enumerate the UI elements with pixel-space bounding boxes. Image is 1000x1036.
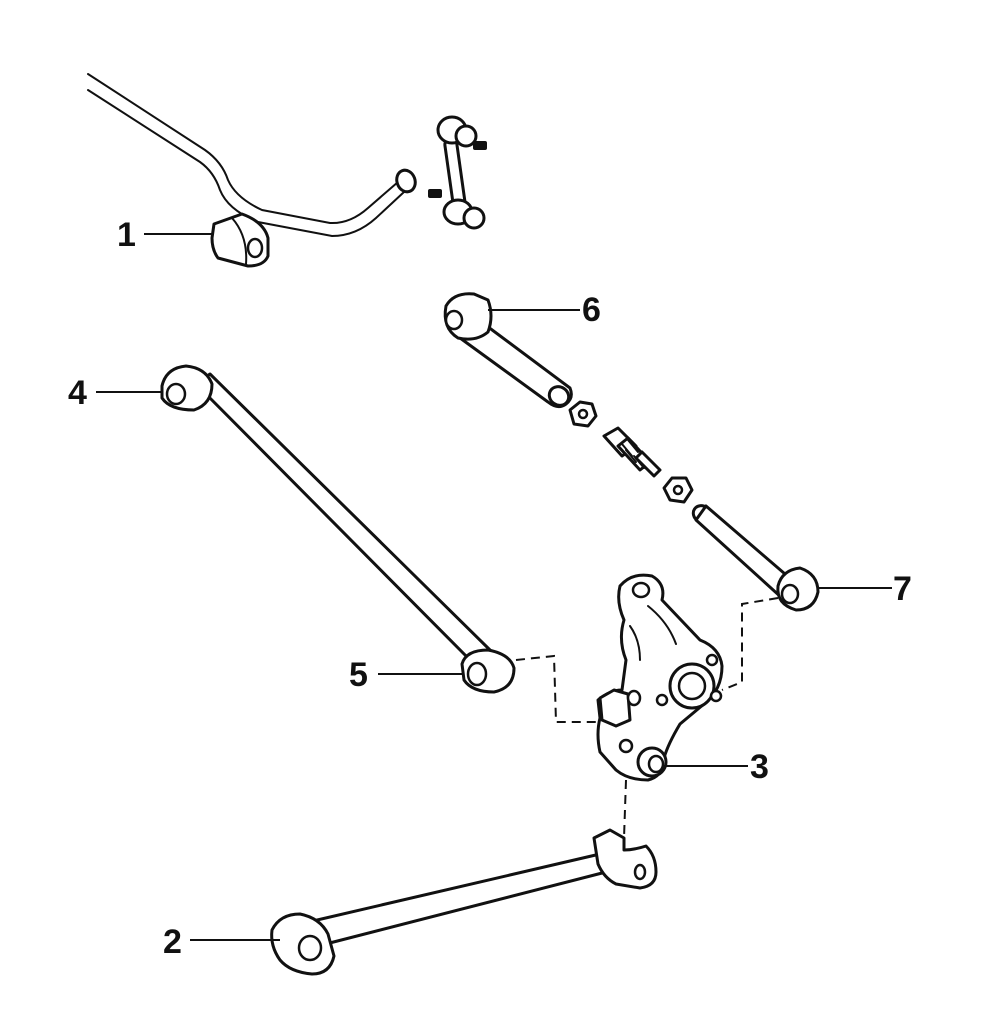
stabilizer-link xyxy=(428,115,487,230)
leader-lines xyxy=(96,233,892,941)
adjustable-arm-right-half xyxy=(691,504,820,612)
lateral-link-long xyxy=(160,364,516,694)
callout-5: 5 xyxy=(349,656,368,694)
lower-link xyxy=(270,828,658,976)
callout-4: 4 xyxy=(68,374,87,412)
stabilizer-bar xyxy=(87,73,417,238)
callout-2: 2 xyxy=(163,923,182,961)
callout-7: 7 xyxy=(893,570,912,608)
callout-3: 3 xyxy=(750,748,769,786)
rear-axle-carrier xyxy=(596,573,724,782)
assembly-lines xyxy=(515,597,779,839)
callout-1: 1 xyxy=(117,216,136,254)
stabilizer-bushing xyxy=(210,212,270,268)
adjuster-hardware xyxy=(568,400,694,504)
adjustable-arm-left-half xyxy=(443,292,573,409)
callout-6: 6 xyxy=(582,291,601,329)
callout-labels: 1 2 3 4 5 6 7 xyxy=(68,216,912,961)
adjuster-bolt xyxy=(602,426,662,478)
